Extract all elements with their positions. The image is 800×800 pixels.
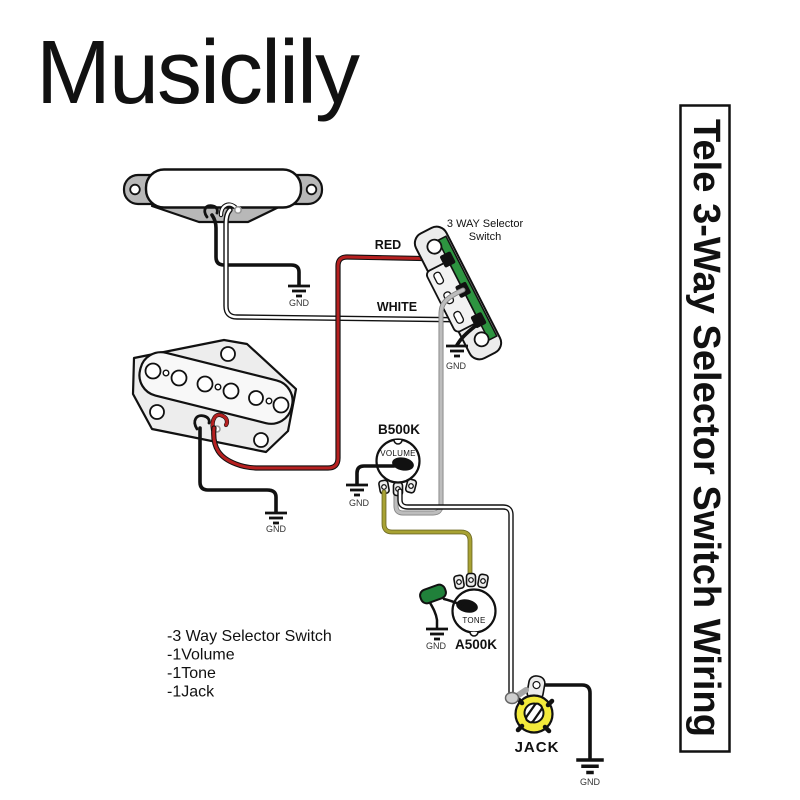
parts-list-item: -1Jack	[167, 684, 215, 701]
tone-solder-blob	[456, 599, 478, 613]
parts-list-item: -3 Way Selector Switch	[167, 628, 332, 645]
gnd-label-neck: GND	[289, 298, 310, 308]
switch-label-line1: 3 WAY Selector	[447, 218, 524, 230]
switch-lug-top	[440, 251, 456, 268]
tone-lug-2	[465, 572, 477, 588]
yellow-wire-volume-to-tone	[381, 489, 473, 579]
bridge-mount-hole	[220, 346, 236, 362]
parts-list: -3 Way Selector Switch -1Volume -1Tone -…	[167, 628, 332, 701]
bridge-mount-hole	[149, 404, 165, 420]
red-wire-bridge-to-switch	[211, 254, 450, 471]
gnd-label-jack: GND	[580, 777, 601, 787]
volume-solder-blob	[392, 457, 414, 471]
jack-label: JACK	[515, 739, 560, 756]
gnd-label-volume: GND	[349, 498, 370, 508]
gnd-label-tone: GND	[426, 641, 447, 651]
jack-slot	[525, 702, 543, 724]
banner-title: Tele 3-Way Selector Switch Wiring	[685, 119, 727, 737]
ground-symbol-jack	[574, 758, 606, 775]
jack-tab-hole	[532, 680, 541, 690]
title-banner: Tele 3-Way Selector Switch Wiring	[679, 104, 731, 753]
gnd-label-switch: GND	[446, 361, 467, 371]
switch-ground-wire	[455, 322, 480, 347]
neck-pickup	[122, 168, 324, 224]
ground-symbol-switch	[444, 344, 470, 358]
parts-list-item: -1Volume	[167, 647, 235, 664]
tone-value-label: A500K	[455, 637, 497, 652]
tone-pot-label: TONE	[462, 616, 485, 625]
switch-mount-hole	[473, 331, 490, 348]
bridge-pickup	[131, 338, 298, 454]
bridge-mount-hole	[253, 432, 269, 448]
ground-symbol-tone	[424, 627, 450, 641]
neck-mount-hole	[305, 183, 318, 196]
switch-label-line2: Switch	[469, 231, 501, 243]
white-wire-label: WHITE	[377, 300, 417, 314]
tone-capacitor	[419, 583, 447, 605]
parts-list-item: -1Tone	[167, 665, 216, 682]
ground-symbol-bridge	[263, 511, 289, 525]
volume-pot: VOLUME	[375, 438, 421, 497]
neck-ground-wire	[210, 213, 301, 287]
red-wire-label: RED	[375, 238, 401, 252]
switch-mount-hole	[426, 238, 443, 255]
output-jack	[504, 675, 592, 760]
volume-ground-wire	[355, 464, 396, 486]
switch-lug-bottom	[470, 312, 487, 328]
brand-logo: Musiclily	[36, 23, 360, 123]
gnd-label-bridge: GND	[266, 524, 287, 534]
jack-ring-shading	[515, 696, 555, 734]
tone-pot: TONE	[419, 572, 497, 637]
tone-lug-1	[452, 574, 466, 590]
jack-ground-wire	[542, 683, 592, 760]
volume-value-label: B500K	[378, 422, 420, 437]
ground-symbol-neck	[286, 284, 312, 298]
white-wire-volume-to-jack	[397, 488, 514, 698]
jack-solder-blob	[504, 691, 520, 705]
white-wire-neck-to-switch	[223, 207, 481, 323]
ground-symbol-volume	[344, 483, 370, 497]
neck-mount-hole	[129, 183, 141, 196]
volume-pot-label: VOLUME	[380, 449, 416, 458]
bridge-ground-wire	[198, 426, 278, 514]
tone-lug-3	[476, 573, 490, 589]
banner-border	[679, 104, 731, 753]
